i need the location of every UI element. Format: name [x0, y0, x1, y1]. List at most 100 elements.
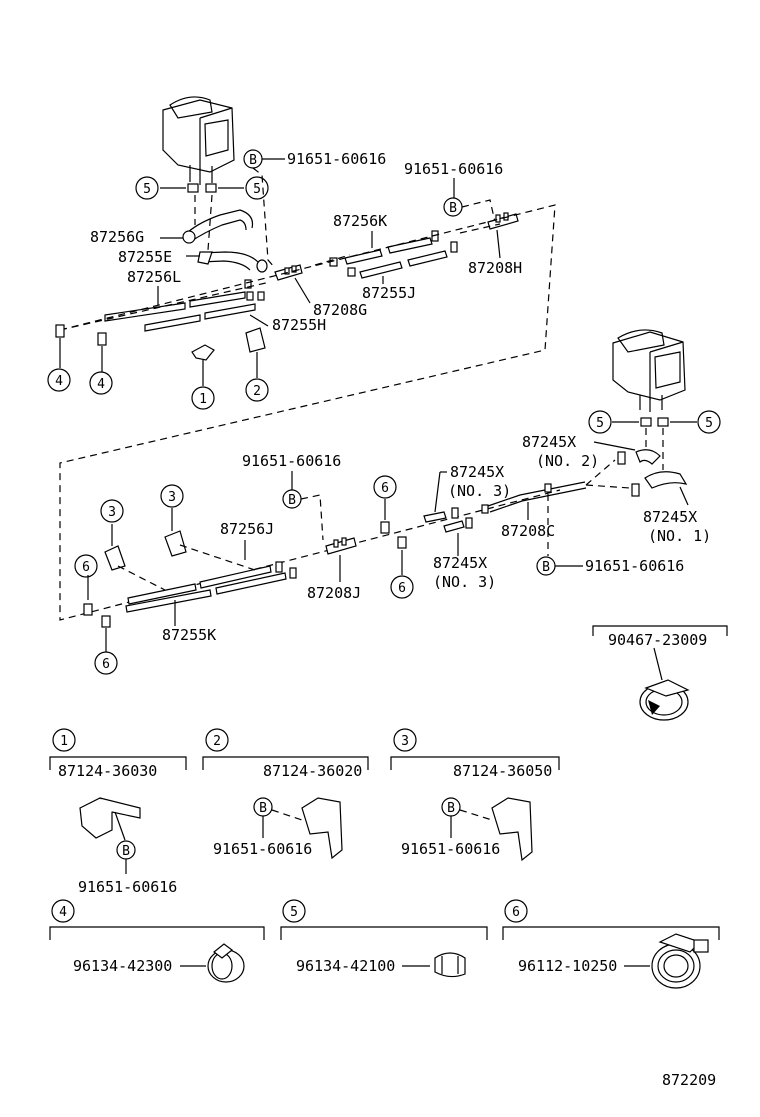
- callout-6-left-lower-text: 6: [102, 657, 110, 672]
- label-bolt-right: 91651-60616: [585, 557, 684, 575]
- callout-3-right: [160, 484, 184, 508]
- callout-6-left-upper: [74, 554, 98, 578]
- tube-87255j: [347, 241, 458, 279]
- connector-87208g: [274, 264, 303, 281]
- bracket-87124-36050: [491, 797, 533, 862]
- detail-6-num-text: 6: [512, 905, 520, 920]
- label-87256j: 87256J: [220, 520, 274, 538]
- detail-1-num-text: 1: [60, 734, 68, 749]
- bolt-b-top-left-text: B: [249, 153, 257, 168]
- detail-5-num-text: 5: [290, 905, 298, 920]
- detail-1-part: 87124-36030: [58, 762, 157, 780]
- detail-2-part: 87124-36020: [263, 762, 362, 780]
- detail-3-part: 87124-36050: [453, 762, 552, 780]
- clip-5-right-a: [640, 417, 652, 427]
- detail-4-num-text: 4: [59, 905, 67, 920]
- tube-87256k: [329, 230, 439, 267]
- detail-4-num: [51, 899, 75, 923]
- callout-3-left: [100, 499, 124, 523]
- bracket-3-right: [164, 530, 187, 557]
- callout-5-top-right-text: 5: [253, 182, 261, 197]
- label-no3-lower: (NO. 3): [433, 573, 496, 591]
- callout-5-right-b: [697, 410, 721, 434]
- label-87208h: 87208H: [468, 259, 522, 277]
- bracket-87124-36030: [79, 797, 141, 839]
- label-87245x-no1: 87245X: [643, 508, 697, 526]
- callout-5-top-left-text: 5: [143, 182, 151, 197]
- hose-87256g: [182, 209, 254, 244]
- callout-5-right-b-text: 5: [705, 416, 713, 431]
- label-87256g: 87256G: [90, 228, 144, 246]
- tube-87255h-segment: [144, 303, 256, 332]
- callout-6-mid-lower: [390, 575, 414, 599]
- clip-5-left: [187, 183, 199, 193]
- pipe-87208c: [481, 481, 587, 514]
- callout-6-mid-lower-text: 6: [398, 581, 406, 596]
- bolt-b-right-text: B: [542, 560, 550, 575]
- label-87245x-no2: 87245X: [522, 433, 576, 451]
- detail-2-num: [205, 728, 229, 752]
- callout-3-left-text: 3: [108, 505, 116, 520]
- label-87255e: 87255E: [118, 248, 172, 266]
- clamp-96112-10250: [651, 933, 709, 989]
- label-87208c: 87208C: [501, 522, 555, 540]
- callout-5-right-a: [588, 410, 612, 434]
- label-87245x-no3-upper: 87245X: [450, 463, 504, 481]
- connector-87208j: [325, 537, 357, 555]
- callout-5-right-a-text: 5: [596, 416, 604, 431]
- callout-3-right-text: 3: [168, 490, 176, 505]
- label-no2: (NO. 2): [536, 452, 599, 470]
- detail-4-part: 96134-42300: [73, 957, 172, 975]
- detail-5-part: 96134-42100: [296, 957, 395, 975]
- vsv-valve-right: [612, 329, 686, 412]
- detail-3-num-text: 3: [401, 734, 409, 749]
- label-bolt-mid: 91651-60616: [242, 452, 341, 470]
- clip-96134-42100: [434, 952, 466, 978]
- label-bolt-top-b: 91651-60616: [404, 160, 503, 178]
- bolt-b-top-right-text: B: [449, 201, 457, 216]
- clip-5-right: [205, 183, 217, 193]
- diagram-id: 872209: [662, 1071, 716, 1089]
- detail-1-bolt-b-text: B: [122, 844, 130, 859]
- callout-4-a: [47, 368, 71, 392]
- callout-4-b-text: 4: [97, 377, 105, 392]
- callout-1-top: [191, 386, 215, 410]
- callout-2-top: [245, 378, 269, 402]
- bracket-1-top: [191, 344, 215, 361]
- bolt-b-mid-text: B: [288, 493, 296, 508]
- callout-6-mid-upper-text: 6: [381, 481, 389, 496]
- hose-87255e: [197, 251, 259, 271]
- detail-6-num: [504, 899, 528, 923]
- callout-6-mid-upper: [373, 475, 397, 499]
- clip-96134-42300: [207, 943, 245, 983]
- bracket-2-top: [245, 327, 266, 353]
- tube-87255k: [125, 567, 297, 613]
- clip-4-right: [97, 332, 107, 346]
- callout-5-top-left: [135, 176, 159, 200]
- callout-2-top-text: 2: [253, 384, 261, 399]
- detail-3-bolt: 91651-60616: [401, 840, 500, 858]
- bracket-87124-36020: [301, 797, 343, 860]
- label-87255j: 87255J: [362, 284, 416, 302]
- detail-5-num: [282, 899, 306, 923]
- detail-1-bolt: 91651-60616: [78, 878, 177, 896]
- detail-6-part: 96112-10250: [518, 957, 617, 975]
- callout-4-a-text: 4: [55, 374, 63, 389]
- clip-4-left: [55, 324, 65, 338]
- detail-2-bolt: 91651-60616: [213, 840, 312, 858]
- detail-1-num: [52, 728, 76, 752]
- vsv-valve-top: [162, 96, 235, 185]
- label-87255k: 87255K: [162, 626, 216, 644]
- callout-6-left-lower: [94, 651, 118, 675]
- callout-1-top-text: 1: [199, 392, 207, 407]
- label-87256k: 87256K: [333, 212, 387, 230]
- label-no3-upper: (NO. 3): [448, 482, 511, 500]
- label-87245x-no3-lower: 87245X: [433, 554, 487, 572]
- label-clamp-90467: 90467-23009: [608, 631, 707, 649]
- label-bolt-top-a: 91651-60616: [287, 150, 386, 168]
- callout-4-b: [89, 371, 113, 395]
- label-87255h: 87255H: [272, 316, 326, 334]
- detail-2-bolt-b-text: B: [259, 801, 267, 816]
